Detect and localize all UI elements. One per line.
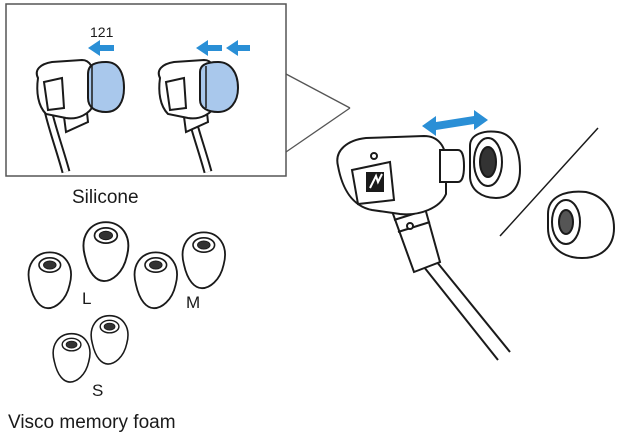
- arrow-left-icon: [88, 40, 114, 56]
- inset-tip-left: [87, 60, 126, 114]
- divider-line: [499, 127, 599, 237]
- step-number: 121: [90, 24, 114, 40]
- foam-tips-size-s: [52, 314, 129, 383]
- label-size-s: S: [92, 381, 103, 400]
- inset-earphone-left: [35, 58, 95, 174]
- sennheiser-logo-icon: [366, 172, 384, 192]
- inset-tip-right: [199, 60, 240, 114]
- main-earphone: [336, 134, 511, 361]
- label-size-m: M: [186, 293, 200, 312]
- foam-tips-size-l: [27, 221, 130, 310]
- double-arrow-horizontal-icon: [422, 110, 488, 136]
- label-size-l: L: [82, 289, 91, 308]
- label-silicone: Silicone: [72, 187, 139, 208]
- silicone-tip-main: [469, 130, 522, 200]
- foam-tip-main: [547, 190, 616, 260]
- label-visco-memory-foam: Visco memory foam: [8, 412, 176, 433]
- double-arrow-left-icon: [196, 40, 250, 56]
- foam-tips-size-m: [133, 231, 226, 310]
